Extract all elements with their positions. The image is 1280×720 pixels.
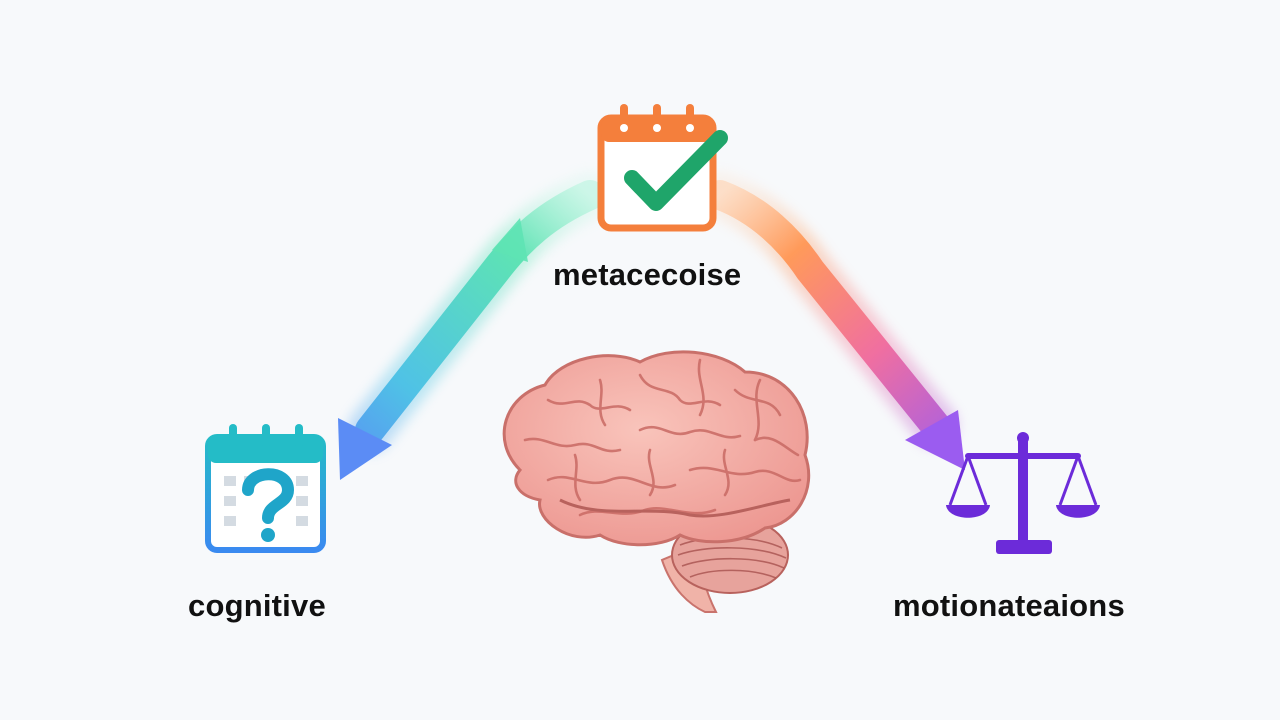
node-label-motivation: motionateaions: [893, 588, 1125, 623]
arrow-top-to-cognitive: [338, 172, 613, 480]
arrowhead-right: [905, 410, 965, 470]
calendar-question-icon: [205, 424, 326, 553]
brain-icon: [502, 350, 811, 613]
balance-scale-icon: [946, 432, 1100, 554]
node-label-cognitive: cognitive: [188, 588, 326, 623]
question-mark-icon: [242, 468, 295, 524]
node-label-metacognitive: metacecoise: [553, 257, 742, 292]
arrow-top-to-motivation: [697, 172, 965, 470]
calendar-check-icon: [597, 104, 728, 232]
arrowhead-left: [338, 418, 392, 480]
checkmark-icon: [624, 130, 728, 211]
